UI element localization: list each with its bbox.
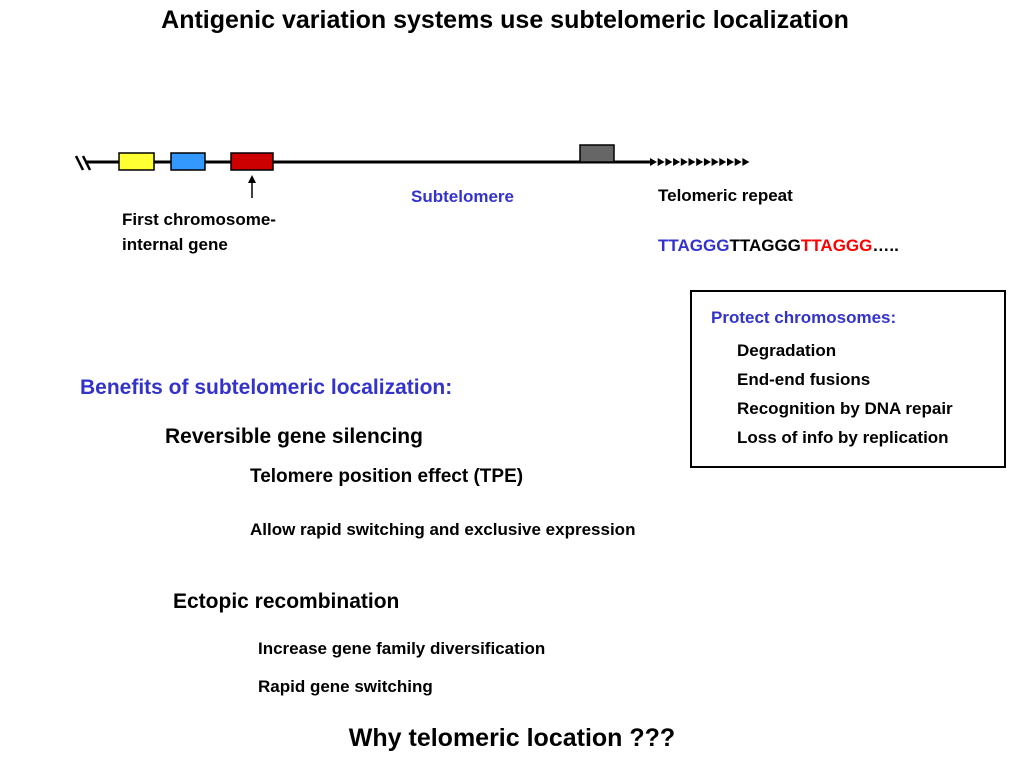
seq-ellipsis: ….. [872, 236, 899, 255]
gene-blue [170, 152, 206, 171]
reversible-silencing-heading: Reversible gene silencing [165, 425, 423, 448]
protect-list: Degradation End-end fusions Recognition … [737, 340, 953, 456]
repeat-arrowhead [711, 158, 719, 166]
subtelomeric-block [579, 144, 615, 163]
repeat-arrowhead [665, 158, 673, 166]
seq-repeat-2: TTAGGG [729, 236, 801, 255]
gene-red [230, 152, 274, 171]
gene-pointer-arrowhead [248, 175, 256, 183]
tpe-item: Telomere position effect (TPE) [250, 466, 524, 487]
benefits-title: Benefits of subtelomeric localization: [80, 376, 453, 399]
subtelomere-label: Subtelomere [411, 187, 514, 206]
gene-yellow [118, 152, 155, 171]
repeat-arrowhead [688, 158, 696, 166]
repeat-arrowhead [703, 158, 711, 166]
rapid-switching-item: Allow rapid switching and exclusive expr… [250, 520, 636, 539]
repeat-arrowhead [727, 158, 734, 166]
repeat-arrowhead [734, 158, 742, 166]
telomeric-repeat-arrows [650, 158, 750, 166]
protect-item: Recognition by DNA repair [737, 399, 953, 418]
repeat-arrowhead [650, 158, 657, 166]
seq-repeat-1: TTAGGG [658, 236, 730, 255]
protect-item: End-end fusions [737, 370, 871, 389]
question-heading: Why telomeric location ??? [348, 724, 676, 752]
protect-title: Protect chromosomes: [711, 308, 897, 327]
telomeric-repeat-label: Telomeric repeat [658, 186, 793, 205]
protect-item: Degradation [737, 341, 837, 360]
repeat-arrowhead [719, 158, 727, 166]
rapid-gene-switching-item: Rapid gene switching [258, 677, 433, 696]
repeat-arrowhead [673, 158, 681, 166]
repeat-arrowhead [696, 158, 704, 166]
seq-repeat-3: TTAGGG [800, 236, 873, 255]
ectopic-recombination-heading: Ectopic recombination [173, 590, 400, 613]
repeat-arrowhead [742, 158, 750, 166]
first-gene-label: First chromosome-internal gene [122, 210, 276, 254]
slide-title: Antigenic variation systems use subtelom… [161, 6, 849, 34]
protect-item: Loss of info by replication [737, 428, 949, 447]
chromosome-diagram [74, 144, 750, 198]
repeat-arrowhead [680, 158, 688, 166]
protect-box: Protect chromosomes: Degradation End-end… [690, 290, 1006, 468]
telomeric-sequence: TTAGGGTTAGGGTTAGGG….. [658, 236, 899, 256]
break-mark-left [74, 155, 85, 171]
repeat-arrowhead [657, 158, 665, 166]
diversification-item: Increase gene family diversification [258, 639, 546, 658]
